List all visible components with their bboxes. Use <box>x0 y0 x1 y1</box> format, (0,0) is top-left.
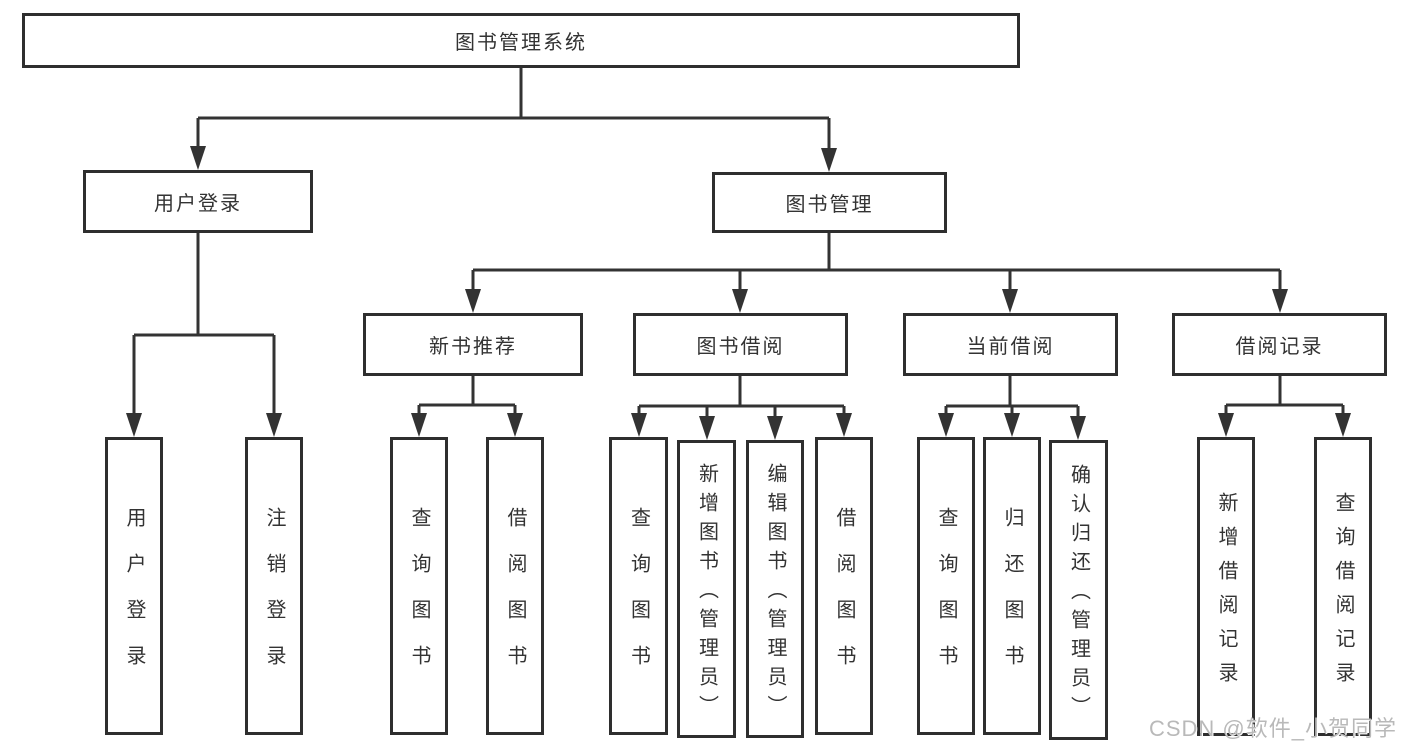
leaf-borrow-books-recommend: 借阅图书 <box>486 437 544 735</box>
leaf-add-borrow-record: 新增借阅记录 <box>1197 437 1255 736</box>
node-borrow-records: 借阅记录 <box>1172 313 1387 376</box>
node-book-borrow: 图书借阅 <box>633 313 848 376</box>
leaf-query-borrow-record: 查询借阅记录 <box>1314 437 1372 736</box>
node-book-management: 图书管理 <box>712 172 947 233</box>
leaf-query-books-recommend: 查询图书 <box>390 437 448 735</box>
leaf-add-books-admin: 新增图书（管理员） <box>677 440 736 738</box>
leaf-user-login: 用户登录 <box>105 437 163 735</box>
leaf-borrow-books: 借阅图书 <box>815 437 873 735</box>
leaf-return-books: 归还图书 <box>983 437 1041 735</box>
leaf-logout: 注销登录 <box>245 437 303 735</box>
node-new-book-recommend: 新书推荐 <box>363 313 583 376</box>
leaf-confirm-return-admin: 确认归还（管理员） <box>1049 440 1108 740</box>
node-user-login-group: 用户登录 <box>83 170 313 233</box>
node-current-borrow: 当前借阅 <box>903 313 1118 376</box>
node-library-management-system: 图书管理系统 <box>22 13 1020 68</box>
leaf-query-books-borrow: 查询图书 <box>609 437 668 735</box>
leaf-query-books-current: 查询图书 <box>917 437 975 735</box>
csdn-watermark: CSDN @软件_小贺同学 <box>1148 716 1397 741</box>
leaf-edit-books-admin: 编辑图书（管理员） <box>746 440 804 738</box>
